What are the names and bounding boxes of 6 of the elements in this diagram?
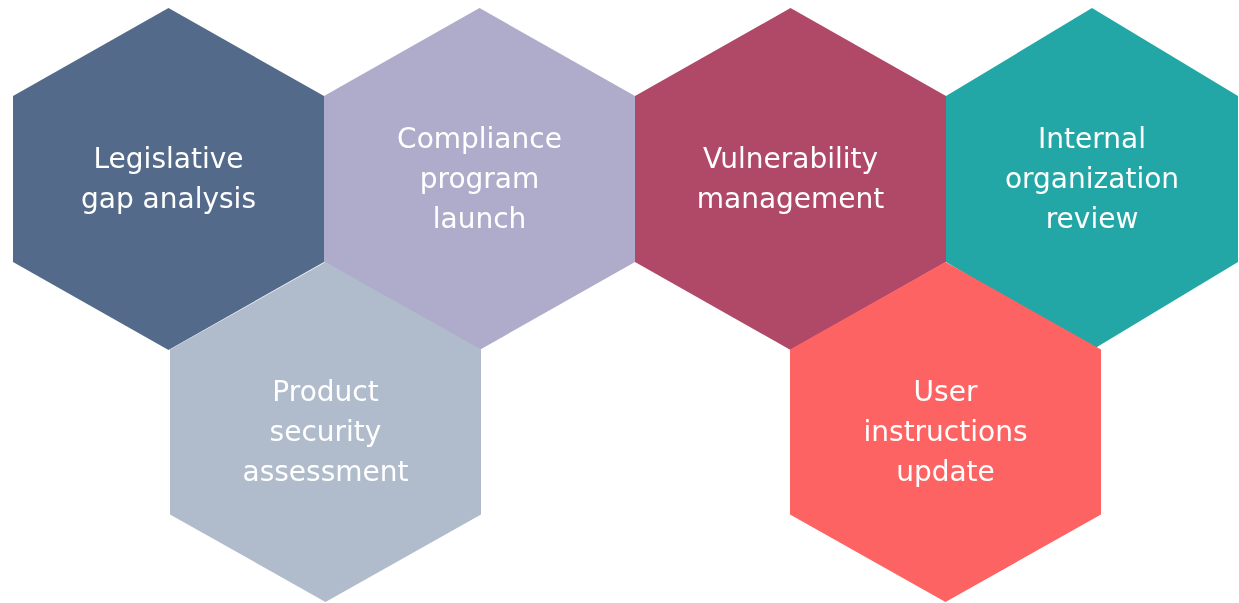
- hexagon-label: Legislative gap analysis: [80, 141, 257, 217]
- hexagon-label: Product security assessment: [241, 374, 410, 490]
- hexagon-label: User instructions update: [862, 374, 1029, 490]
- hexagon-label: Compliance program launch: [396, 121, 563, 237]
- hexagon-label: Internal organization review: [1003, 121, 1181, 237]
- hexagon-label: Vulnerability management: [695, 141, 886, 217]
